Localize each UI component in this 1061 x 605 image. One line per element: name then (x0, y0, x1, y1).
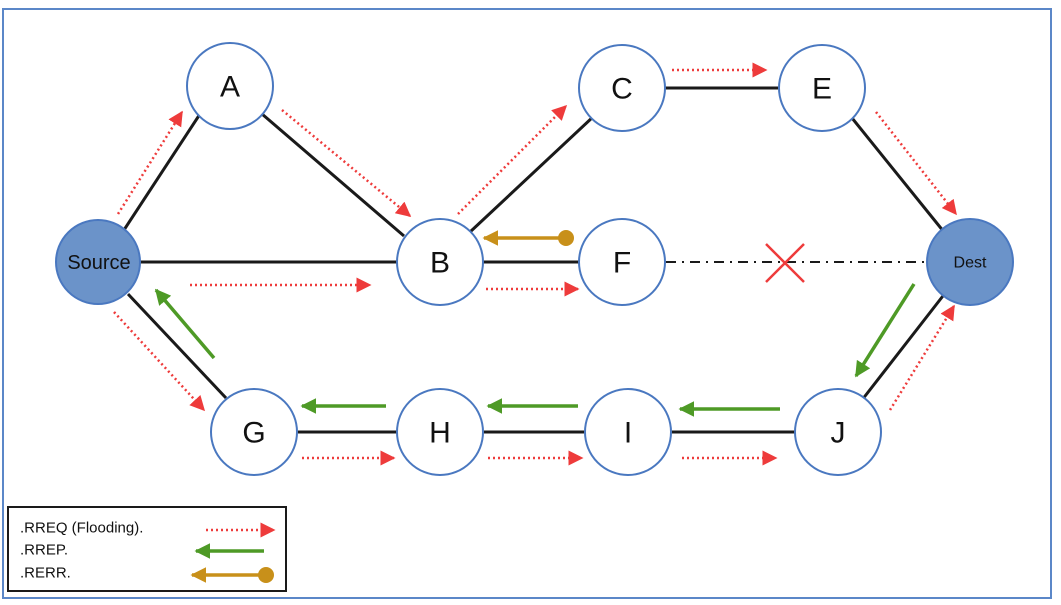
link-break-icon (765, 243, 805, 283)
rrep-arrow-dest-j (854, 283, 916, 378)
rrep-arrows (154, 283, 916, 417)
node-f[interactable]: F (578, 218, 666, 306)
node-h-label: H (429, 417, 451, 450)
node-g-label: G (242, 417, 265, 450)
link-source-g (126, 292, 228, 400)
node-source[interactable]: Source (55, 219, 141, 305)
link-j-dest (860, 291, 948, 401)
legend-rrep-label: .RREP. (20, 542, 68, 559)
legend-rreq-label: .RREQ (Flooding). (20, 520, 143, 537)
rreq-arrow-source-g (113, 311, 206, 412)
node-source-label: Source (67, 252, 130, 274)
rreq-arrow-source-a (116, 110, 184, 215)
link-e-dest (850, 117, 946, 233)
node-b-label: B (430, 247, 450, 280)
legend-box (7, 506, 287, 592)
node-a-label: A (220, 71, 240, 104)
node-i[interactable]: I (584, 388, 672, 476)
node-e-label: E (812, 73, 832, 106)
node-j[interactable]: J (794, 388, 882, 476)
node-e[interactable]: E (778, 44, 866, 132)
node-dest[interactable]: Dest (926, 218, 1014, 306)
rrep-arrow-g-source (154, 288, 216, 360)
node-b[interactable]: B (396, 218, 484, 306)
node-h[interactable]: H (396, 388, 484, 476)
link-source-a (120, 113, 202, 234)
diagram-frame (2, 8, 1052, 599)
rerr-arrow-f-b (482, 230, 574, 246)
legend-rerr-arrow (190, 567, 274, 583)
node-f-label: F (613, 247, 631, 280)
node-dest-label: Dest (954, 255, 987, 272)
rreq-arrow-b-c (457, 104, 568, 215)
node-c[interactable]: C (578, 44, 666, 132)
link-a-b (261, 112, 405, 238)
legend-rerr-label: .RERR. (20, 565, 71, 582)
node-a[interactable]: A (186, 42, 274, 130)
rreq-arrow-j-dest (888, 304, 956, 411)
legend: .RREQ (Flooding). .RREP. .RERR. (7, 506, 287, 592)
node-g[interactable]: G (210, 388, 298, 476)
node-c-label: C (611, 73, 633, 106)
network-links (120, 86, 948, 434)
network-nodes: Source A B C E F Dest G (55, 42, 1014, 476)
rreq-arrow-e-dest (875, 111, 957, 216)
link-b-c (468, 114, 596, 234)
node-j-label: J (831, 417, 846, 450)
rreq-arrows (113, 62, 957, 466)
node-i-label: I (624, 417, 632, 450)
